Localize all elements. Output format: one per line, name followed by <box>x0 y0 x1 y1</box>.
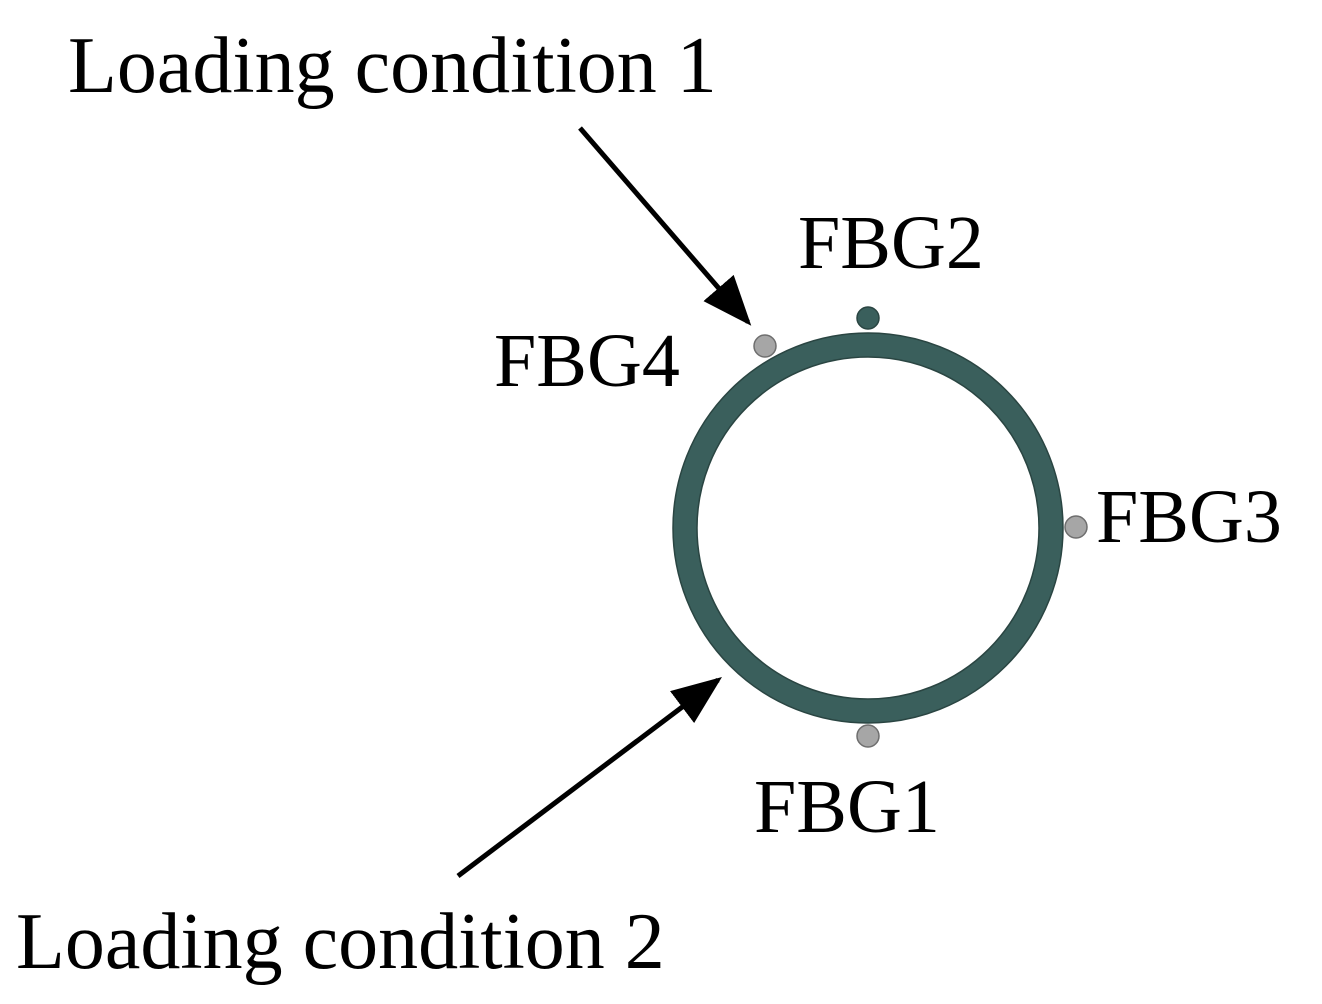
loading-condition-1-label: Loading condition 1 <box>68 22 717 110</box>
fbg1-label: FBG1 <box>754 765 940 849</box>
fbg3-label: FBG3 <box>1096 475 1282 559</box>
loading-condition-2-label: Loading condition 2 <box>16 898 665 986</box>
fbg4-sensor-dot <box>753 334 777 358</box>
loading-condition-2-arrow <box>456 676 722 878</box>
pipe-ring-inner-edge <box>696 356 1040 700</box>
fbg1-sensor-dot <box>856 724 880 748</box>
loading-condition-1-arrow <box>578 126 752 326</box>
fbg4-label: FBG4 <box>494 319 680 403</box>
fbg3-sensor-dot <box>1064 515 1088 539</box>
fbg2-label: FBG2 <box>798 201 984 285</box>
fbg2-sensor-dot <box>856 306 880 330</box>
pipe-ring <box>673 333 1063 723</box>
pipe-ring-outer-edge <box>672 332 1064 724</box>
